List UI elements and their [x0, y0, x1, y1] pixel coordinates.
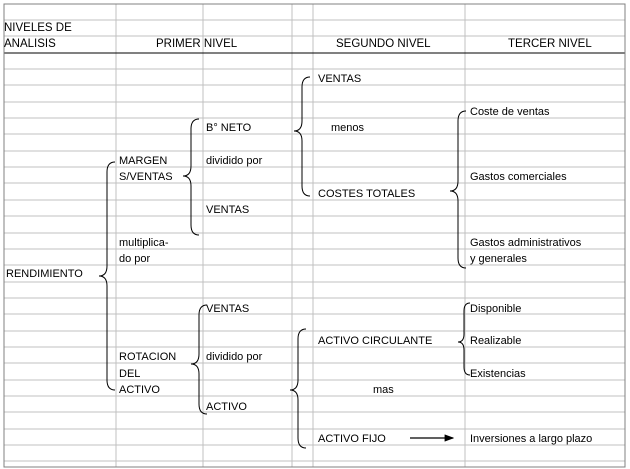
header-first-level: PRIMER NIVEL — [156, 38, 238, 50]
multiply-line1: multiplica- — [119, 237, 169, 249]
rotation-line3: ACTIVO — [119, 384, 160, 396]
margin-divided-by: dividido por — [206, 155, 263, 167]
commercial-expenses: Gastos comerciales — [470, 171, 567, 183]
rotation-divided-by: dividido por — [206, 351, 263, 363]
header-third-level: TERCER NIVEL — [508, 38, 592, 50]
brace-rotation — [190, 304, 208, 415]
rotation-line2: DEL — [119, 368, 141, 380]
stock-inventory: Existencias — [470, 368, 526, 380]
assets-plus: mas — [373, 384, 394, 396]
cost-of-sales: Coste de ventas — [470, 106, 550, 118]
margin-sales: VENTAS — [206, 204, 250, 216]
header-levels-line1: NIVELES DE — [4, 22, 72, 34]
rotation-line1: ROTACION — [119, 351, 177, 363]
margin-line1: MARGEN — [119, 155, 168, 167]
admin-expenses-line1: Gastos administrativos — [470, 237, 582, 249]
detail-minus: menos — [331, 122, 365, 134]
margin-line2: S/VENTAS — [119, 171, 173, 183]
brace-assets — [289, 328, 307, 449]
header-second-level: SEGUNDO NIVEL — [336, 38, 431, 50]
detail-sales: VENTAS — [318, 73, 362, 85]
brace-current-assets — [457, 302, 471, 376]
rotation-sales: VENTAS — [206, 303, 250, 315]
realizable-assets: Realizable — [470, 335, 522, 347]
brace-margin-detail — [293, 76, 311, 197]
current-assets: ACTIVO CIRCULANTE — [318, 335, 433, 347]
margin-net-profit: B° NETO — [206, 122, 252, 134]
rotation-assets: ACTIVO — [206, 401, 247, 413]
brace-margin — [182, 118, 200, 236]
admin-expenses-line2: y generales — [470, 253, 527, 265]
long-term-investments: Inversiones a largo plazo — [470, 433, 593, 445]
multiply-line2: do por — [119, 253, 151, 265]
detail-total-costs: COSTES TOTALES — [318, 188, 416, 200]
brace-costs — [449, 110, 467, 269]
sheet-border — [3, 3, 626, 468]
header-levels-line2: ANALISIS — [4, 38, 56, 50]
root-label: RENDIMIENTO — [6, 268, 83, 280]
fixed-assets: ACTIVO FIJO — [318, 433, 386, 445]
brace-root — [98, 161, 116, 391]
available-cash: Disponible — [470, 303, 522, 315]
